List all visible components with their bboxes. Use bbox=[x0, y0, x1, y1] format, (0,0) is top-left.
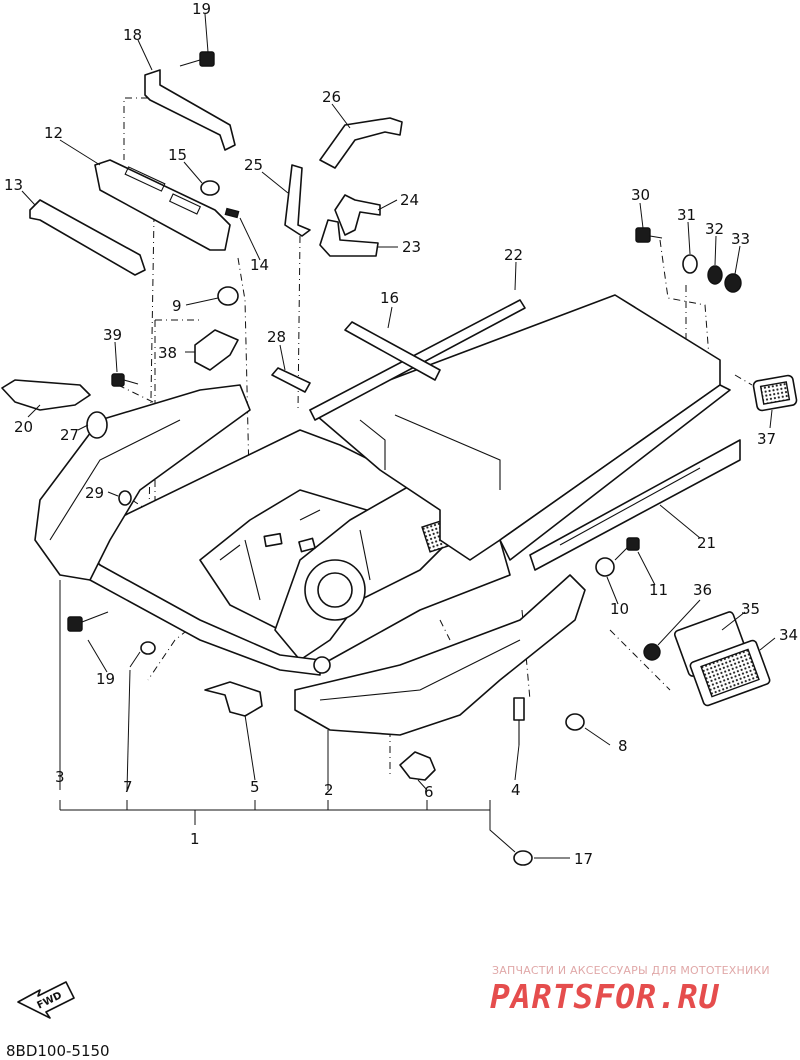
callout-32: 32 bbox=[705, 220, 724, 238]
callout-7: 7 bbox=[123, 778, 133, 796]
callout-14: 14 bbox=[250, 256, 269, 274]
callout-25: 25 bbox=[244, 156, 263, 174]
callout-31: 31 bbox=[677, 206, 696, 224]
callout-33: 33 bbox=[731, 230, 750, 248]
watermark-logo: PARTSFOR.RU bbox=[490, 977, 720, 1016]
callout-8: 8 bbox=[618, 737, 628, 755]
callout-29: 29 bbox=[85, 484, 104, 502]
callout-labels: 19 18 26 12 15 25 13 24 30 31 32 33 23 1… bbox=[4, 0, 798, 868]
callout-35: 35 bbox=[741, 600, 760, 618]
callout-24: 24 bbox=[400, 191, 419, 209]
callout-28: 28 bbox=[267, 328, 286, 346]
catalog-code: 8BD100-5150 bbox=[6, 1042, 110, 1060]
callout-21: 21 bbox=[697, 534, 716, 552]
callout-37: 37 bbox=[757, 430, 776, 448]
callout-38: 38 bbox=[158, 344, 177, 362]
leader-lines bbox=[21, 13, 776, 859]
callout-15: 15 bbox=[168, 146, 187, 164]
callout-19: 19 bbox=[192, 0, 211, 18]
callout-20: 20 bbox=[14, 418, 33, 436]
small-parts bbox=[1, 51, 798, 866]
callout-bracket-1 bbox=[59, 800, 491, 825]
callout-36: 36 bbox=[693, 581, 712, 599]
callout-6: 6 bbox=[424, 783, 434, 801]
side-cover-right bbox=[294, 574, 586, 736]
watermark-logo-text: PARTSFOR.RU bbox=[490, 977, 720, 1016]
callout-4: 4 bbox=[511, 781, 521, 799]
callout-13: 13 bbox=[4, 176, 23, 194]
callout-1: 1 bbox=[190, 830, 200, 848]
callout-18: 18 bbox=[123, 26, 142, 44]
callout-22: 22 bbox=[504, 246, 523, 264]
callout-17: 17 bbox=[574, 850, 593, 868]
callout-39: 39 bbox=[103, 326, 122, 344]
callout-23: 23 bbox=[402, 238, 421, 256]
callout-26: 26 bbox=[322, 88, 341, 106]
callout-3: 3 bbox=[55, 768, 65, 786]
fwd-arrow: FWD bbox=[17, 981, 75, 1019]
watermark-caption: ЗАПЧАСТИ И АКСЕССУАРЫ ДЛЯ МОТОТЕХНИКИ bbox=[492, 964, 770, 977]
callout-16: 16 bbox=[380, 289, 399, 307]
callout-10: 10 bbox=[610, 600, 629, 618]
callout-27: 27 bbox=[60, 426, 79, 444]
callout-12: 12 bbox=[44, 124, 63, 142]
side-rail bbox=[529, 439, 741, 571]
callout-30: 30 bbox=[631, 186, 650, 204]
callout-9: 9 bbox=[172, 297, 182, 315]
callout-11: 11 bbox=[649, 581, 668, 599]
callout-5: 5 bbox=[250, 778, 260, 796]
callout-2: 2 bbox=[324, 781, 334, 799]
callout-19-lower: 19 bbox=[96, 670, 115, 688]
callout-34: 34 bbox=[779, 626, 798, 644]
